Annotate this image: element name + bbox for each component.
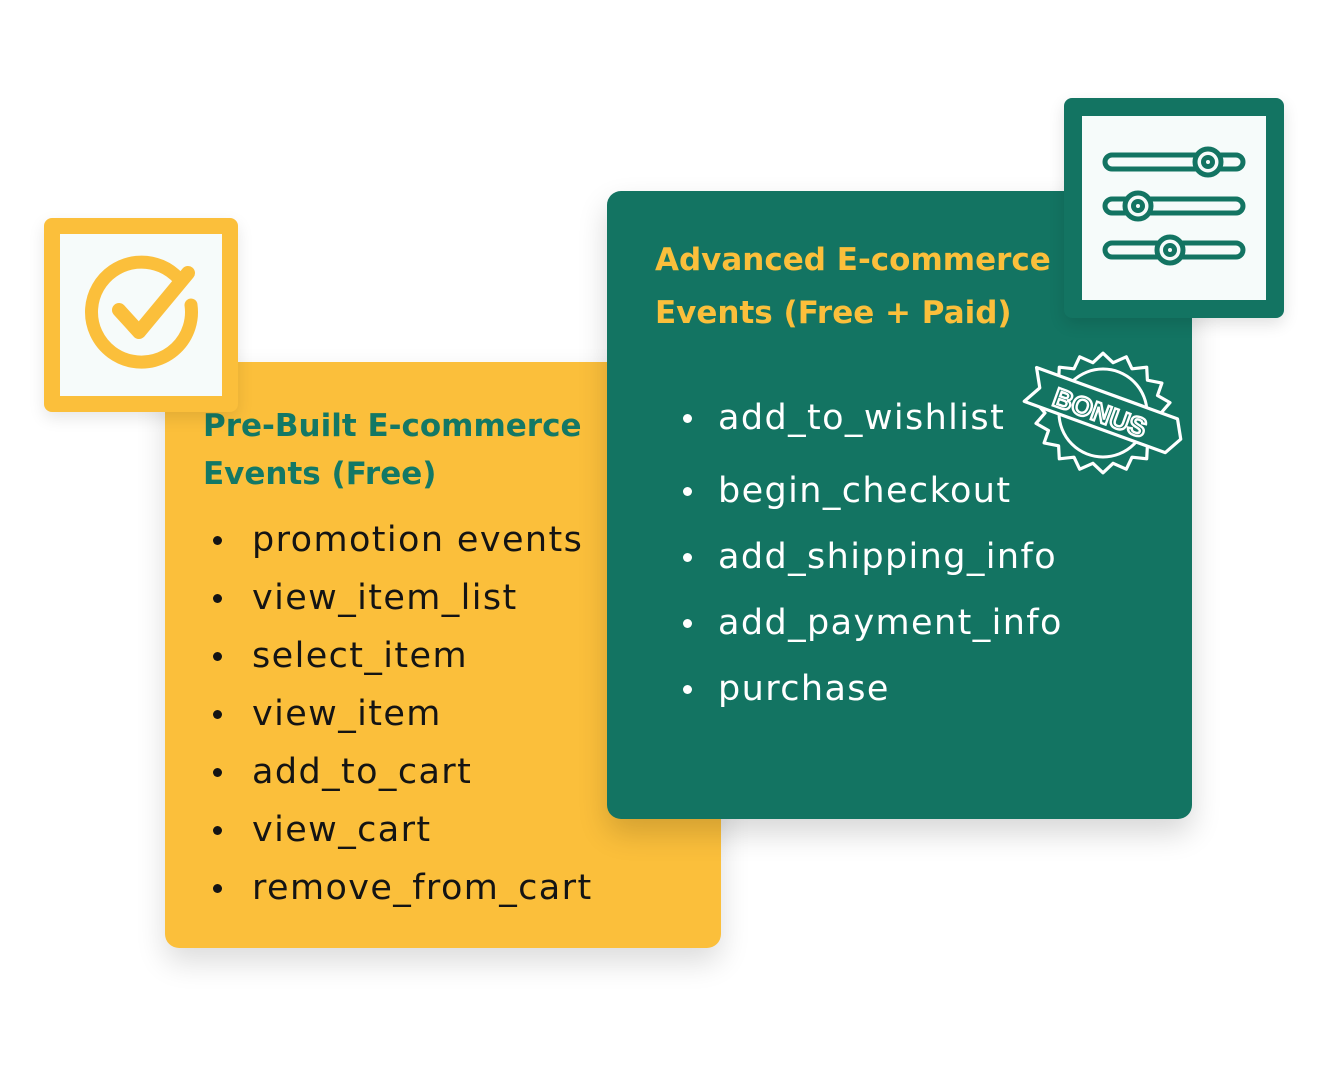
list-item: add_payment_info xyxy=(679,590,1063,656)
list-item-label: add_to_wishlist xyxy=(718,398,1006,438)
free-events-list: promotion events view_item_list select_i… xyxy=(203,511,593,917)
list-item: view_item_list xyxy=(203,569,593,627)
bullet-icon xyxy=(213,594,222,603)
bullet-icon xyxy=(683,553,692,562)
list-item: add_shipping_info xyxy=(679,524,1063,590)
list-item: purchase xyxy=(679,656,1063,722)
list-item-label: add_payment_info xyxy=(718,603,1063,643)
list-item-label: begin_checkout xyxy=(718,471,1012,511)
list-item-label: promotion events xyxy=(252,520,584,560)
bullet-icon xyxy=(213,536,222,545)
list-item-label: remove_from_cart xyxy=(252,868,593,908)
free-events-title: Pre-Built E-commerce Events (Free) xyxy=(203,402,703,498)
check-badge-inner xyxy=(60,234,222,396)
bullet-icon xyxy=(683,685,692,694)
advanced-events-title-line2: Events (Free + Paid) xyxy=(655,295,1012,331)
list-item: begin_checkout xyxy=(679,458,1063,524)
check-badge xyxy=(44,218,238,412)
bullet-icon xyxy=(683,414,692,423)
advanced-events-title-line1: Advanced E-commerce xyxy=(655,242,1051,278)
sliders-badge-inner xyxy=(1082,116,1266,300)
free-events-title-line2: Events (Free) xyxy=(203,456,437,492)
list-item-label: add_to_cart xyxy=(252,752,473,792)
list-item-label: purchase xyxy=(718,669,890,709)
check-circle-icon xyxy=(85,255,198,369)
sliders-icon xyxy=(1102,146,1246,266)
list-item: add_to_cart xyxy=(203,743,593,801)
list-item-label: view_cart xyxy=(252,810,432,850)
bullet-icon xyxy=(213,826,222,835)
list-item: view_cart xyxy=(203,801,593,859)
advanced-events-title: Advanced E-commerce Events (Free + Paid) xyxy=(655,234,1075,340)
list-item-label: select_item xyxy=(252,636,468,676)
list-item: select_item xyxy=(203,627,593,685)
bullet-icon xyxy=(683,619,692,628)
bullet-icon xyxy=(683,487,692,496)
free-events-title-line1: Pre-Built E-commerce xyxy=(203,408,582,444)
list-item-label: view_item_list xyxy=(252,578,518,618)
list-item: remove_from_cart xyxy=(203,859,593,917)
bullet-icon xyxy=(213,768,222,777)
sliders-badge xyxy=(1064,98,1284,318)
bullet-icon xyxy=(213,884,222,893)
advanced-events-list: add_to_wishlist begin_checkout add_shipp… xyxy=(679,385,1063,722)
list-item: promotion events xyxy=(203,511,593,569)
bonus-stamp-graphic: BONUS xyxy=(1022,351,1183,475)
bonus-stamp-icon: BONUS xyxy=(1022,342,1184,484)
list-item-label: view_item xyxy=(252,694,442,734)
list-item: add_to_wishlist xyxy=(679,385,1063,451)
bullet-icon xyxy=(213,652,222,661)
bullet-icon xyxy=(213,710,222,719)
list-item: view_item xyxy=(203,685,593,743)
list-item-label: add_shipping_info xyxy=(718,537,1058,577)
